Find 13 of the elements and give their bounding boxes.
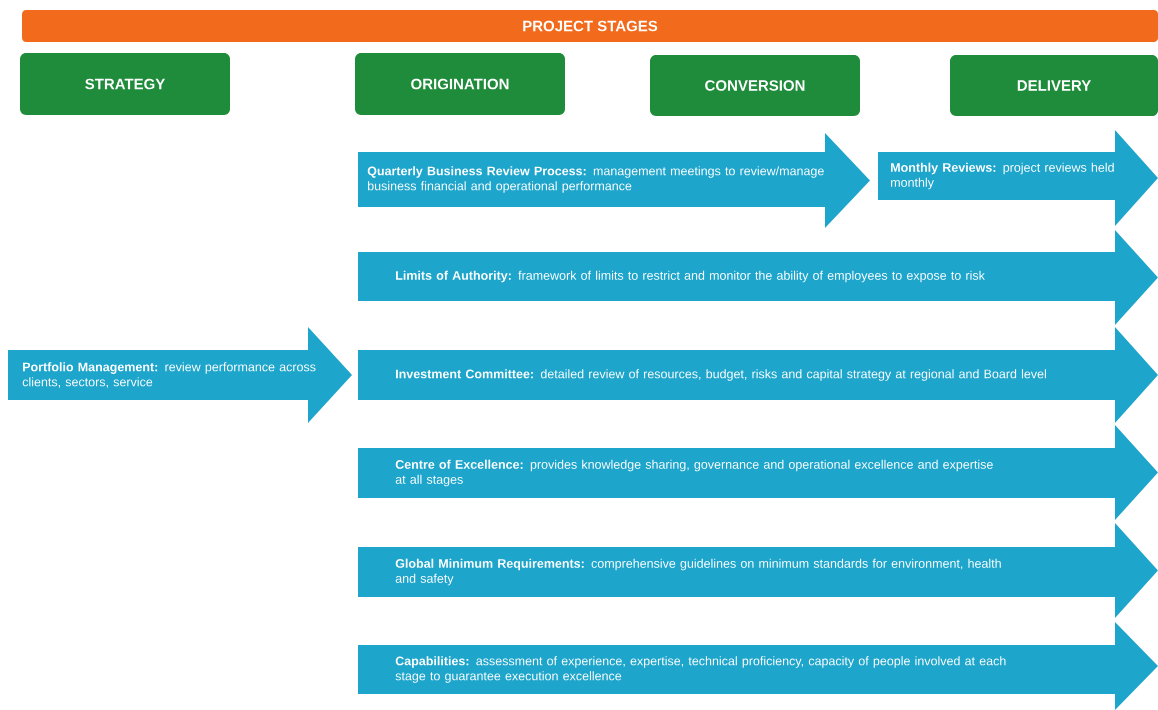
- arrow-box: Portfolio Management: review performance across clients, sectors, service: [8, 327, 352, 423]
- stage-box: DELIVERY: [950, 55, 1158, 116]
- arrow-box: Capabilities: assessment of experience, expertise, technical proficiency, capacity of people involved at each stage to guarantee execution excellence: [358, 622, 1158, 710]
- header-band: PROJECT STAGES: [22, 10, 1158, 42]
- stage-box: ORIGINATION: [355, 53, 565, 115]
- arrow-box: Centre of Excellence: provides knowledge sharing, governance and operational excellence and expertise at all stages: [358, 425, 1158, 520]
- arrow-box: Investment Committee: detailed review of resources, budget, risks and capital strategy at regional and Board level: [358, 327, 1158, 423]
- stage-box: CONVERSION: [650, 55, 860, 116]
- arrow-box: Global Minimum Requirements: comprehensive guidelines on minimum standards for environment, health and safety: [358, 523, 1158, 618]
- arrow-box: Quarterly Business Review Process: management meetings to review/manage business financial and operational performance: [358, 133, 870, 228]
- arrow-box: Monthly Reviews: project reviews held monthly: [878, 130, 1158, 226]
- arrow-box: Limits of Authority: framework of limits to restrict and monitor the ability of employees to expose to risk: [358, 230, 1158, 325]
- stage-box: STRATEGY: [20, 53, 230, 115]
